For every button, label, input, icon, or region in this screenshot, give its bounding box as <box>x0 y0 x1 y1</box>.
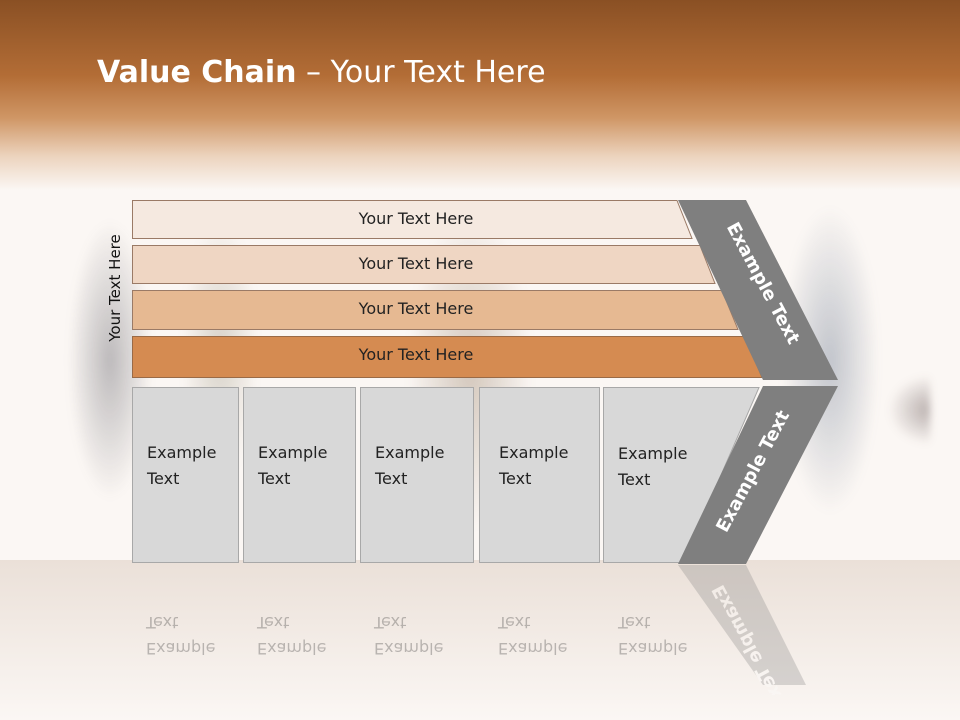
box-line2: Text <box>147 469 180 488</box>
chevron-reflection: Example Text <box>678 565 806 695</box>
box-line2: Text <box>258 469 291 488</box>
reflect-line1: Example <box>498 639 568 658</box>
box-line2: Text <box>499 469 532 488</box>
reflect-line2: Text <box>498 613 531 632</box>
title-rest: – Your Text Here <box>296 55 546 90</box>
box-line1: Example <box>258 443 328 462</box>
row-shape <box>132 245 716 284</box>
header-band <box>0 0 960 190</box>
slide-title[interactable]: Value Chain – Your Text Here <box>97 55 546 90</box>
box-line2: Text <box>375 469 408 488</box>
title-bold: Value Chain <box>97 55 297 90</box>
margin-chevron[interactable]: Example Text Example Text <box>676 200 846 570</box>
box-reflection: Example Text <box>243 565 356 685</box>
chevron-upper <box>678 200 838 380</box>
box-reflection: Example Text <box>479 565 600 685</box>
row-shape <box>132 290 739 330</box>
side-label[interactable]: Your Text Here <box>106 234 126 341</box>
activity-box-5[interactable]: Example Text <box>603 387 763 565</box>
box-line2: Text <box>617 470 650 489</box>
reflect-line2: Text <box>257 613 290 632</box>
box-line1: Example <box>499 443 569 462</box>
row-shape <box>132 200 693 239</box>
box-reflection: Example Text <box>132 565 239 685</box>
box-line1: Example <box>375 443 445 462</box>
floor-reflection <box>0 560 960 720</box>
row-label: Your Text Here <box>358 299 474 318</box>
row-label: Your Text Here <box>358 345 474 364</box>
reflect-line1: Example <box>257 639 327 658</box>
reflect-line1: Example <box>146 639 216 658</box>
box-line1: Example <box>147 443 217 462</box>
row-label: Your Text Here <box>358 209 474 228</box>
chevron-reflection-shape <box>678 565 806 685</box>
side-label-text: Your Text Here <box>106 234 124 342</box>
row-label: Your Text Here <box>358 254 474 273</box>
reflect-line2: Text <box>374 613 407 632</box>
reflect-line2: Text <box>146 613 179 632</box>
chevron-lower <box>678 386 838 564</box>
reflect-line1: Example <box>374 639 444 658</box>
box-reflection: Example Text <box>360 565 474 685</box>
box-line1: Example <box>618 444 687 463</box>
